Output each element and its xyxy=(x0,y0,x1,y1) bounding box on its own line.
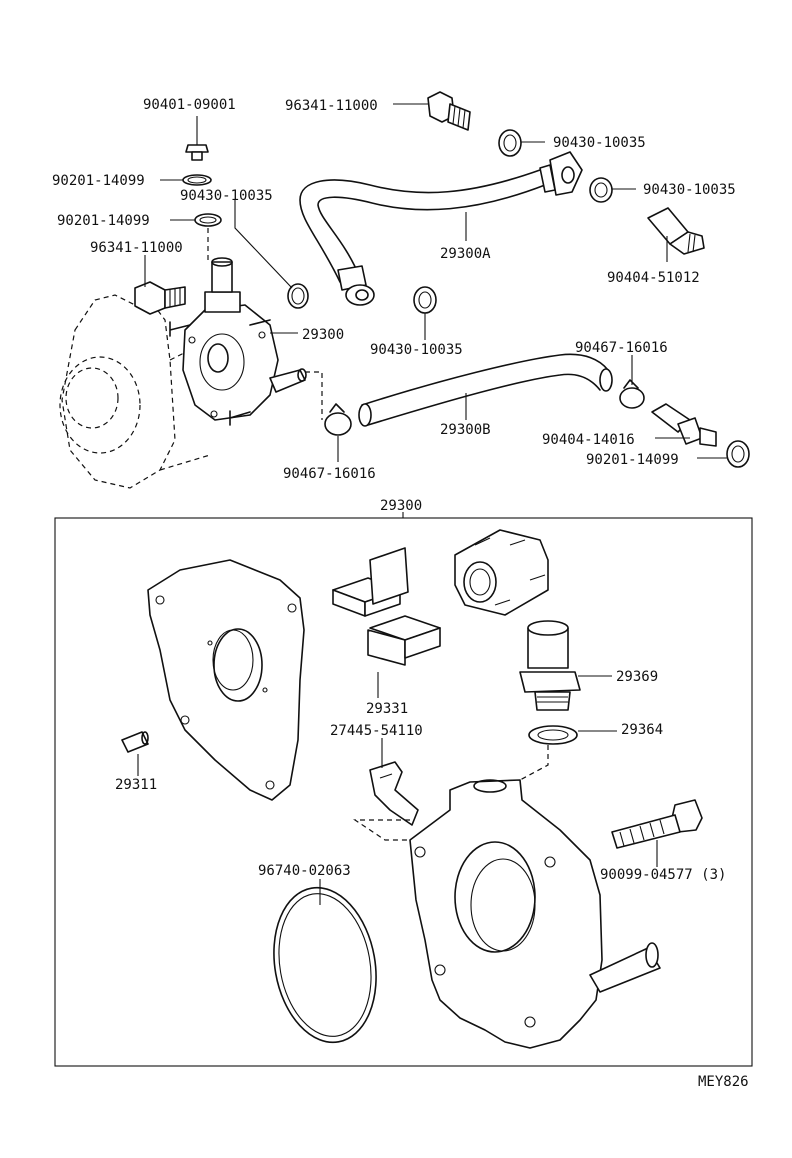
union-90404-14016[interactable] xyxy=(651,403,717,447)
fitting-29369[interactable] xyxy=(519,620,581,711)
label-29311[interactable]: 29311 xyxy=(115,777,157,793)
label-29300-main[interactable]: 29300 xyxy=(302,327,344,343)
pump-cover-plate[interactable] xyxy=(147,559,305,801)
label-90430-10035-b[interactable]: 90430-10035 xyxy=(180,188,273,204)
pin-29311[interactable] xyxy=(121,731,149,753)
label-90201-14099-b[interactable]: 90201-14099 xyxy=(57,213,150,229)
label-96740-02063[interactable]: 96740-02063 xyxy=(258,863,351,879)
union-90404-51012[interactable] xyxy=(647,207,705,255)
vacuum-pump-assembly[interactable] xyxy=(169,257,307,426)
leader-lines-upper xyxy=(144,103,727,462)
bolt-90099-04577[interactable] xyxy=(611,799,703,849)
label-90404-14016[interactable]: 90404-14016 xyxy=(542,432,635,448)
label-90430-10035-a[interactable]: 90430-10035 xyxy=(553,135,646,151)
gasket-90201-a[interactable] xyxy=(182,174,212,186)
diagram-code: MEY826 xyxy=(698,1074,749,1090)
label-90099-04577[interactable]: 90099-04577 (3) xyxy=(600,867,726,883)
union-bolt-top[interactable] xyxy=(427,91,471,131)
label-27445-54110[interactable]: 27445-54110 xyxy=(330,723,423,739)
rotor[interactable] xyxy=(454,529,549,616)
label-90467-16016-right[interactable]: 90467-16016 xyxy=(575,340,668,356)
label-29300B[interactable]: 29300B xyxy=(440,422,491,438)
label-29364[interactable]: 29364 xyxy=(621,722,663,738)
label-29369[interactable]: 29369 xyxy=(616,669,658,685)
o-ring-96740-02063[interactable] xyxy=(262,880,388,1051)
clamp-90467-bottom[interactable] xyxy=(324,403,352,436)
hose-29300A[interactable] xyxy=(299,151,583,306)
plug-90401[interactable] xyxy=(185,144,209,161)
label-90430-10035-d[interactable]: 90430-10035 xyxy=(370,342,463,358)
label-90201-14099-c[interactable]: 90201-14099 xyxy=(586,452,679,468)
gasket-90430-d[interactable] xyxy=(413,286,437,314)
label-96341-11000-top[interactable]: 96341-11000 xyxy=(285,98,378,114)
vane-29331[interactable] xyxy=(332,547,441,666)
gasket-90201-b[interactable] xyxy=(194,213,222,227)
part-labels: 90401-09001 96341-11000 90430-10035 9020… xyxy=(52,97,749,1090)
label-90467-16016-bottom[interactable]: 90467-16016 xyxy=(283,466,376,482)
gasket-29364[interactable] xyxy=(528,725,578,745)
gasket-90430-b[interactable] xyxy=(287,283,309,309)
clamp-90467-right[interactable] xyxy=(619,379,645,409)
hose-29300B[interactable] xyxy=(358,353,613,427)
union-bolt-left[interactable] xyxy=(134,281,186,315)
gasket-90430-c[interactable] xyxy=(589,177,613,203)
gasket-90430-a[interactable] xyxy=(498,129,522,157)
bracket-27445-54110[interactable] xyxy=(369,761,419,826)
label-29331[interactable]: 29331 xyxy=(366,701,408,717)
gasket-90201-c[interactable] xyxy=(726,440,750,468)
label-90430-10035-c[interactable]: 90430-10035 xyxy=(643,182,736,198)
label-29300-box[interactable]: 29300 xyxy=(380,498,422,514)
label-90401-09001[interactable]: 90401-09001 xyxy=(143,97,236,113)
label-29300A[interactable]: 29300A xyxy=(440,246,491,262)
label-90201-14099-a[interactable]: 90201-14099 xyxy=(52,173,145,189)
pump-housing[interactable] xyxy=(409,779,661,1049)
label-90404-51012[interactable]: 90404-51012 xyxy=(607,270,700,286)
label-96341-11000-left[interactable]: 96341-11000 xyxy=(90,240,183,256)
alternator-housing xyxy=(59,294,211,489)
leader-lines-lower xyxy=(137,672,658,905)
